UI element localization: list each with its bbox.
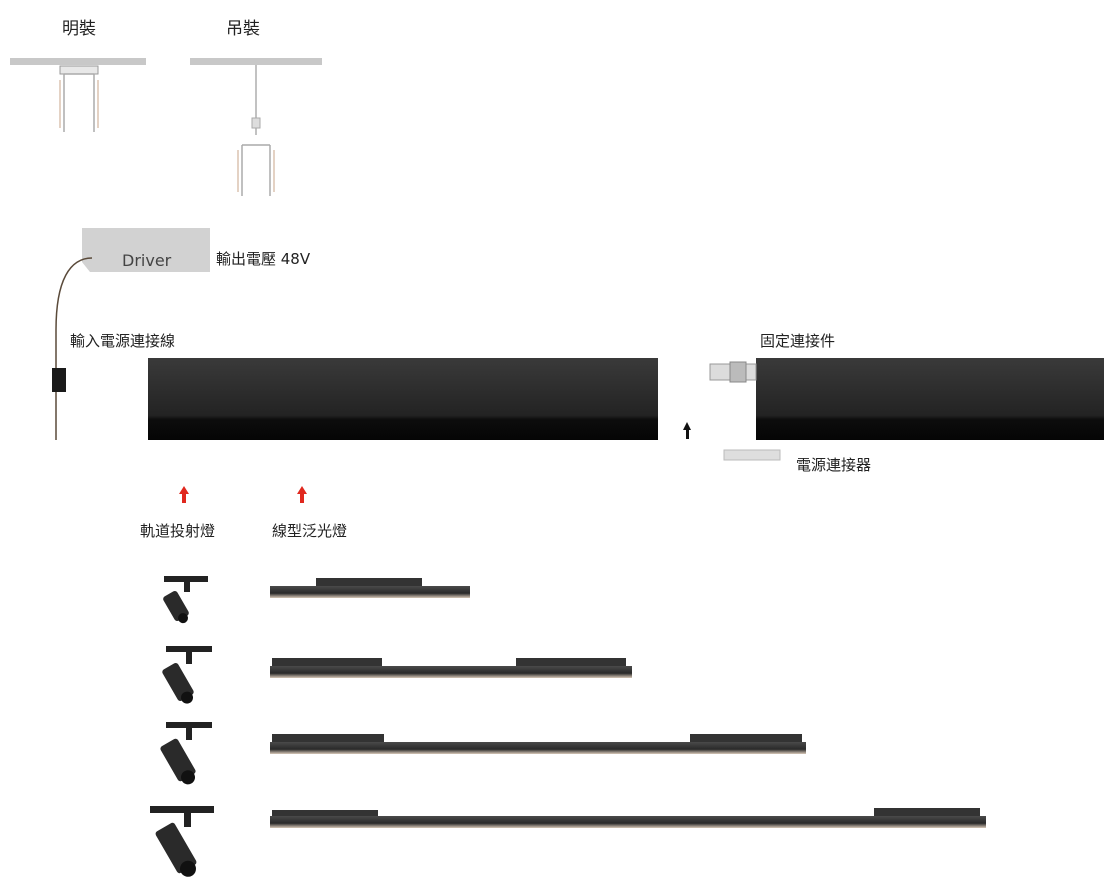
track-segment-left — [148, 358, 658, 440]
driver-unit: Driver — [52, 228, 210, 440]
linear-light-4 — [270, 808, 986, 828]
arrow-up-spotlight — [179, 486, 189, 503]
ceiling-plate — [190, 58, 322, 65]
track-spotlight-label: 軌道投射燈 — [140, 522, 216, 540]
spotlight-xlarge — [150, 806, 214, 877]
linear-light-2 — [270, 658, 632, 678]
connection-arrow — [683, 422, 691, 439]
ceiling-plate — [10, 58, 146, 65]
spotlight-medium — [162, 646, 212, 704]
arrow-up-linear — [297, 486, 307, 503]
surface-mount-label: 明裝 — [62, 19, 96, 39]
spotlight-large — [160, 722, 212, 785]
input-power-cable-label: 輸入電源連接線 — [70, 332, 176, 350]
power-cable — [55, 257, 93, 440]
linear-light-3 — [270, 734, 806, 754]
driver-box — [82, 228, 210, 272]
pendant-mount-illustration — [190, 58, 322, 196]
linear-floodlight-label: 線型泛光燈 — [272, 522, 348, 540]
linear-light-1 — [270, 578, 470, 598]
pendant-mount-label: 吊裝 — [226, 19, 260, 39]
driver-box-text: Driver — [122, 251, 172, 270]
driver-output-voltage-label: 輸出電壓 48V — [216, 250, 311, 268]
power-connector-part — [723, 449, 781, 461]
fixed-connector-label: 固定連接件 — [760, 332, 836, 350]
input-connector — [52, 368, 66, 392]
spotlight-small — [163, 576, 208, 624]
power-connector-label: 電源連接器 — [796, 456, 872, 474]
surface-mount-illustration — [10, 58, 146, 132]
track-segment-right — [756, 358, 1104, 440]
fixed-connector — [709, 361, 757, 383]
mount-bracket — [59, 65, 99, 75]
